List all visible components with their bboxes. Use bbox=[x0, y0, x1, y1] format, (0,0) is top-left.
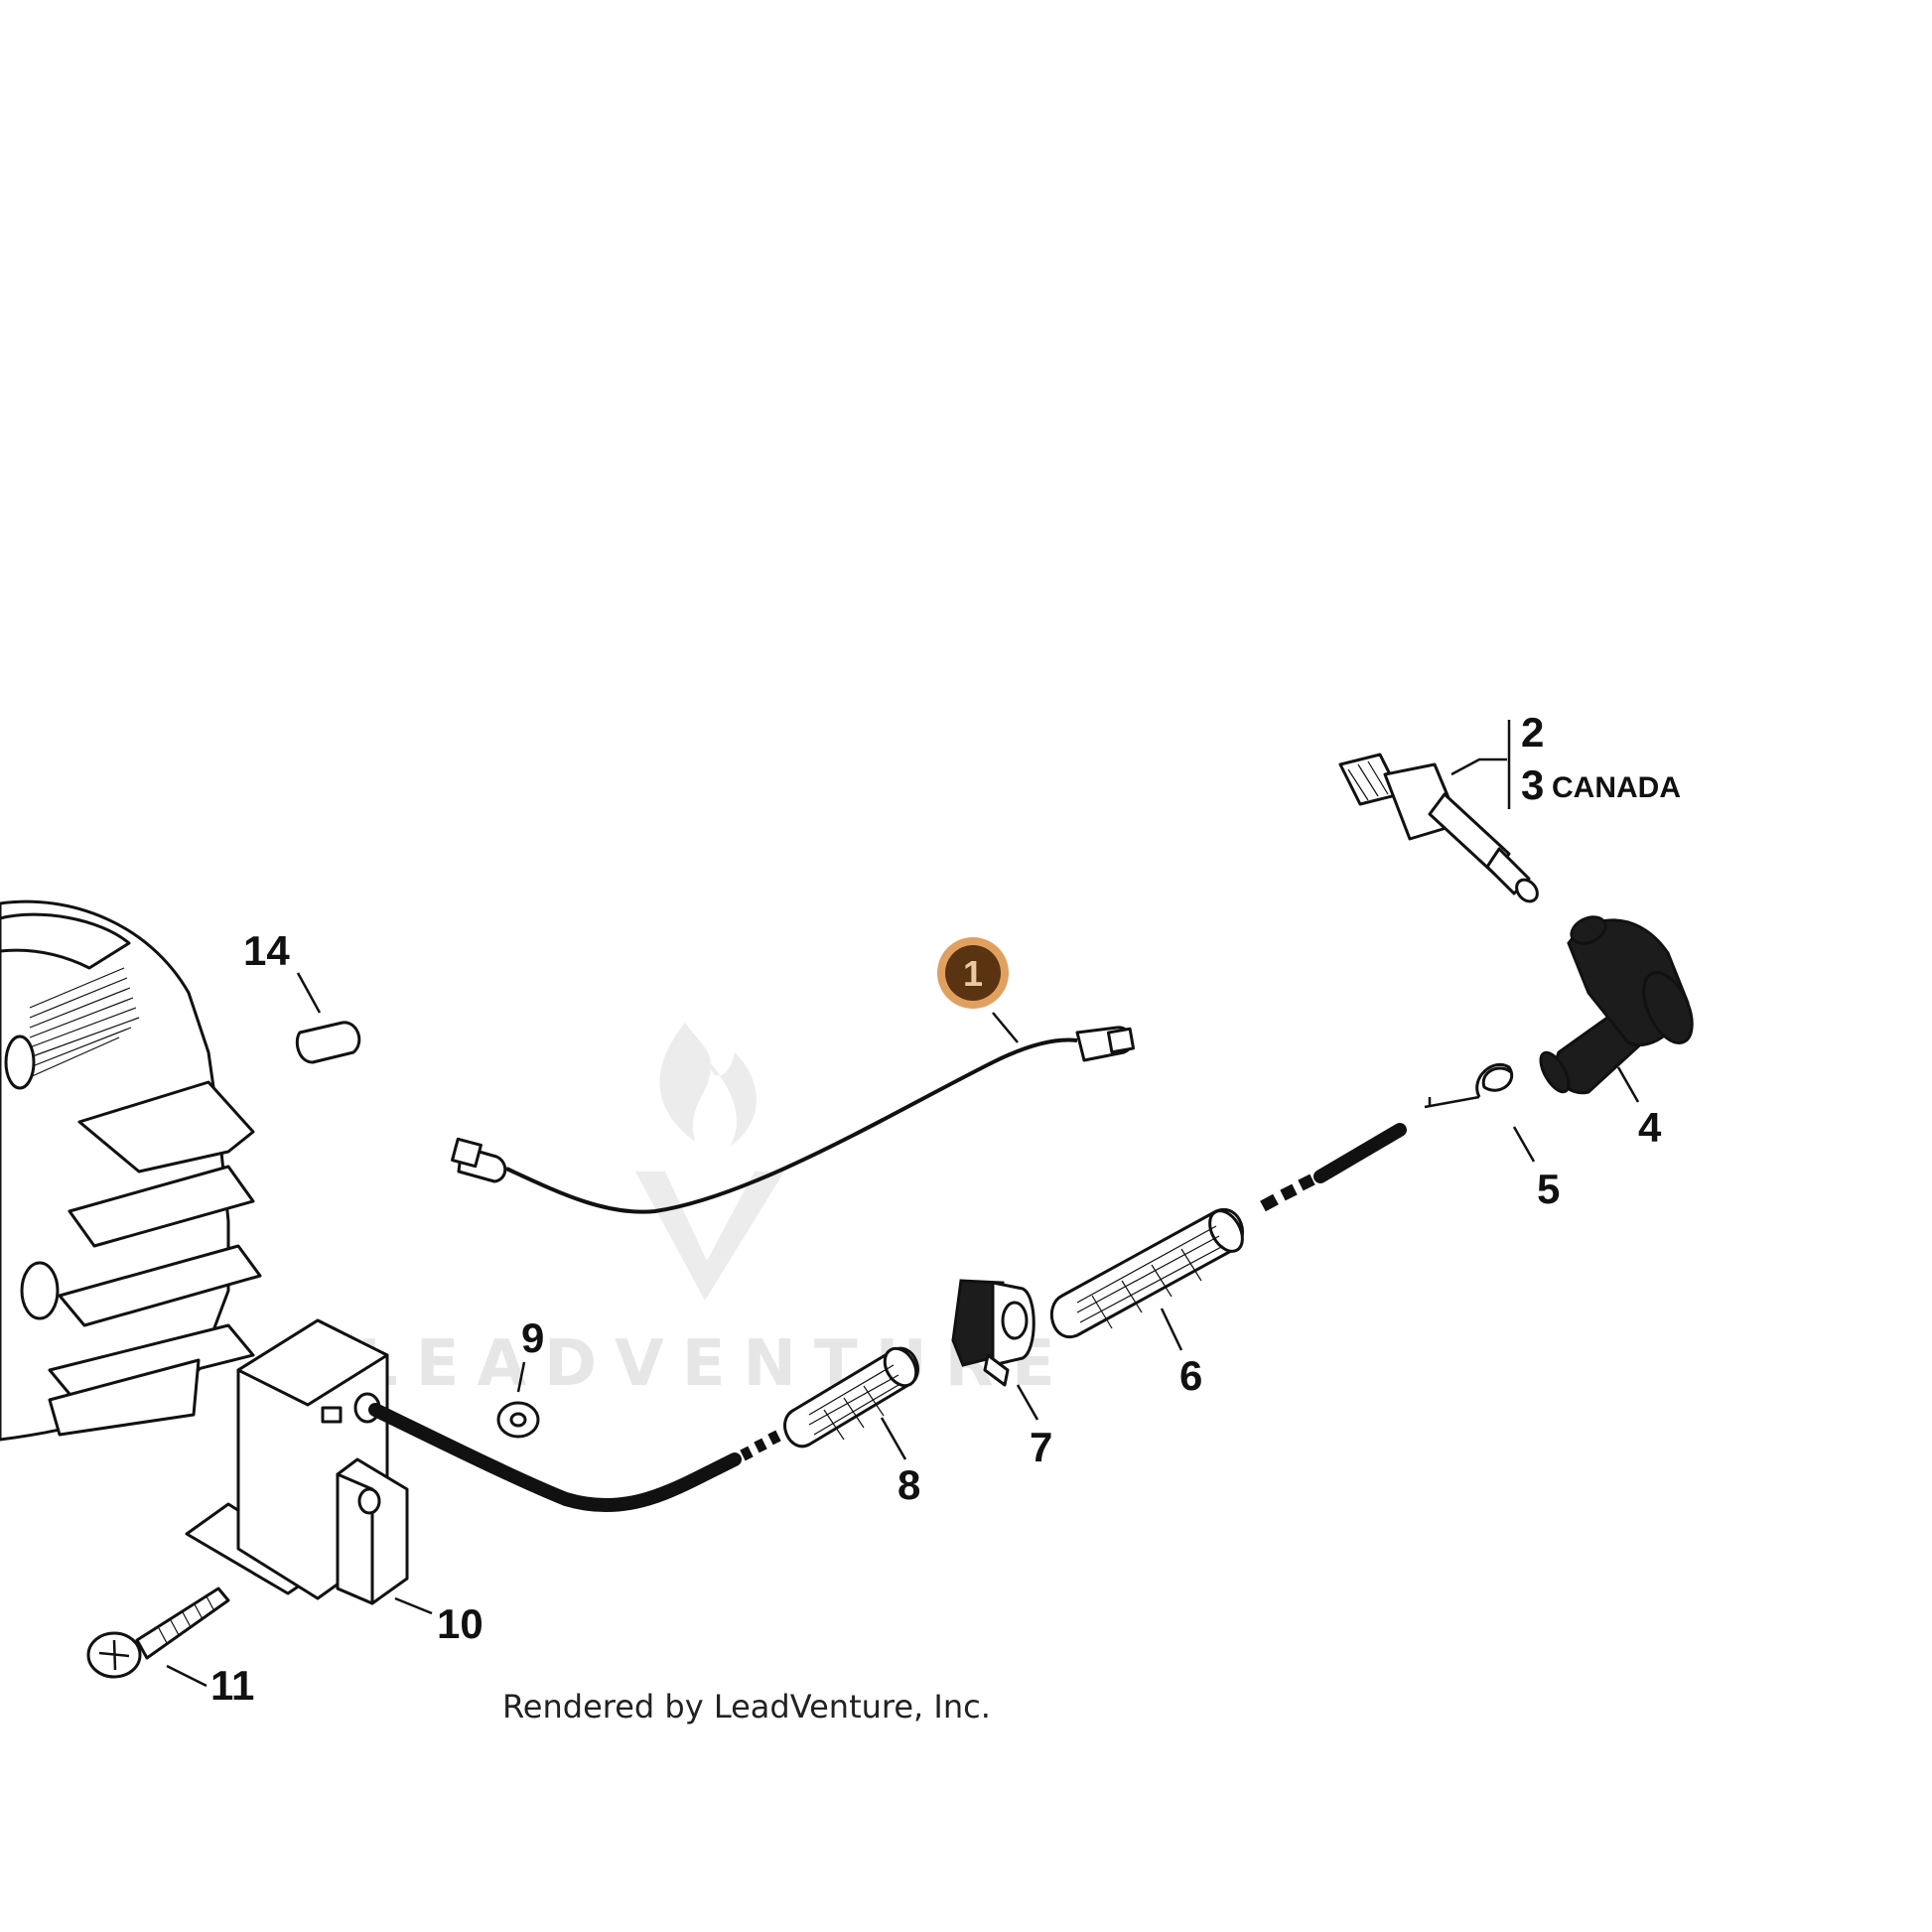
flywheel[interactable] bbox=[0, 899, 262, 1442]
woodruff-key[interactable] bbox=[295, 972, 361, 1064]
callout-1[interactable]: 1 bbox=[937, 937, 1009, 1009]
spark-plug[interactable] bbox=[1338, 720, 1542, 905]
sleeve-long[interactable] bbox=[1049, 1205, 1249, 1351]
grommet[interactable] bbox=[951, 1279, 1039, 1421]
mounting-screw[interactable] bbox=[86, 1587, 230, 1688]
watermark: LEADVENTURE bbox=[357, 1023, 1073, 1401]
washer[interactable] bbox=[496, 1361, 540, 1439]
callout-6[interactable]: 6 bbox=[1179, 1352, 1202, 1399]
callout-5[interactable]: 5 bbox=[1537, 1166, 1560, 1212]
watermark-text: LEADVENTURE bbox=[357, 1327, 1073, 1401]
callout-10[interactable]: 10 bbox=[437, 1600, 483, 1647]
spark-plug-boot[interactable] bbox=[1535, 912, 1702, 1103]
callout-3[interactable]: 3 bbox=[1521, 761, 1544, 808]
callout-1-label: 1 bbox=[963, 953, 983, 994]
terminal-spring[interactable] bbox=[1424, 1062, 1536, 1163]
ground-wire[interactable] bbox=[451, 1012, 1136, 1214]
callout-3-note: CANADA bbox=[1552, 771, 1681, 804]
ht-lead-end[interactable] bbox=[1260, 1123, 1407, 1212]
ignition-coil[interactable] bbox=[185, 1318, 433, 1615]
callout-labels: 14 1 2 3 CANADA 4 5 6 7 8 9 10 11 bbox=[210, 709, 1681, 1709]
render-credit: Rendered by LeadVenture, Inc. bbox=[502, 1688, 991, 1725]
callout-7[interactable]: 7 bbox=[1030, 1424, 1052, 1470]
watermark-v-icon bbox=[635, 1172, 784, 1301]
callout-8[interactable]: 8 bbox=[897, 1461, 920, 1508]
ignition-lead[interactable] bbox=[368, 1403, 781, 1513]
callout-1-badge bbox=[945, 945, 1001, 1001]
callout-11[interactable]: 11 bbox=[210, 1662, 254, 1709]
callout-9[interactable]: 9 bbox=[521, 1314, 544, 1361]
watermark-flame-icon bbox=[659, 1023, 757, 1147]
callout-14[interactable]: 14 bbox=[243, 927, 290, 974]
sleeve-short[interactable] bbox=[783, 1343, 923, 1460]
callout-4[interactable]: 4 bbox=[1638, 1104, 1662, 1151]
callout-2[interactable]: 2 bbox=[1521, 709, 1544, 756]
